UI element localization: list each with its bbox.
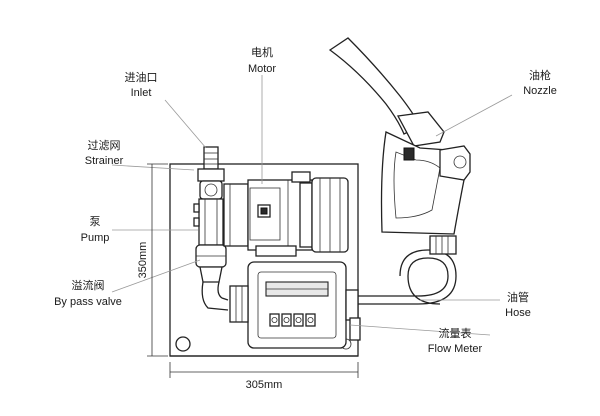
- label-hose-en: Hose: [505, 307, 531, 319]
- label-strainer-en: Strainer: [85, 155, 124, 167]
- label-motor: 电机 Motor: [248, 45, 276, 75]
- mount-hole: [175, 336, 191, 352]
- label-hose: 油管 Hose: [505, 290, 531, 319]
- strainer-assembly: [193, 146, 229, 311]
- motor: [223, 171, 349, 257]
- flow-meter: [229, 261, 361, 349]
- label-flowmeter: 流量表 Flow Meter: [428, 326, 483, 355]
- label-pump-en: Pump: [81, 232, 110, 244]
- label-flowmeter-cn: 流量表: [439, 326, 472, 340]
- leader-lines: [111, 75, 513, 336]
- dimension-width-label: 305mm: [246, 379, 283, 391]
- label-motor-en: Motor: [248, 63, 276, 75]
- label-flowmeter-en: Flow Meter: [428, 343, 483, 355]
- label-nozzle: 油枪 Nozzle: [523, 68, 557, 97]
- label-nozzle-en: Nozzle: [523, 85, 557, 97]
- label-hose-cn: 油管: [507, 290, 529, 304]
- label-inlet-cn: 进油口: [125, 70, 158, 84]
- label-bypass: 溢流阀 By pass valve: [54, 278, 122, 308]
- label-motor-cn: 电机: [251, 45, 273, 59]
- label-strainer-cn: 过滤网: [88, 139, 121, 152]
- label-inlet: 进油口 Inlet: [125, 70, 158, 99]
- dimension-height-label: 350mm: [137, 242, 149, 279]
- base-plate: [169, 163, 359, 357]
- label-pump-cn: 泵: [90, 215, 101, 228]
- label-strainer: 过滤网 Strainer: [85, 139, 124, 167]
- dimension-width: [169, 362, 359, 378]
- label-pump: 泵 Pump: [81, 215, 110, 244]
- dimension-height: [147, 163, 168, 357]
- nozzle: [328, 37, 471, 235]
- label-bypass-en: By pass valve: [54, 296, 122, 308]
- label-bypass-cn: 溢流阀: [72, 278, 105, 292]
- hose: [358, 235, 457, 305]
- label-inlet-en: Inlet: [131, 87, 152, 99]
- label-nozzle-cn: 油枪: [529, 68, 551, 82]
